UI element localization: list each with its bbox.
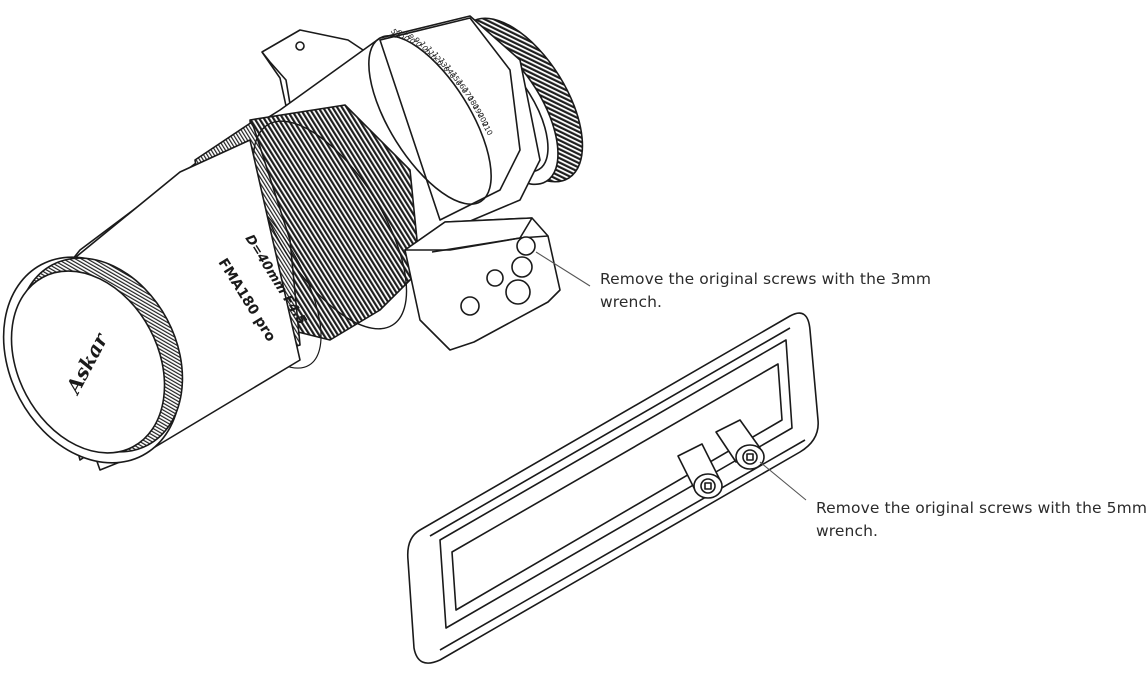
bracket-screw-hole: [460, 296, 480, 316]
dust-cap: [2, 256, 184, 464]
focus-scale-ring: [368, 17, 521, 221]
callout-3mm-screws: Remove the original screws with the 3mm …: [600, 268, 932, 314]
focus-scale-label: 70: [400, 30, 413, 43]
callout-line: Remove the original screws with the 5mm: [816, 499, 1147, 517]
bracket-screw-hole: [511, 256, 533, 278]
callout-line: wrench.: [600, 293, 663, 311]
callout-line: Remove the original screws with the 3mm: [600, 270, 932, 288]
bracket-screw-hole: [486, 269, 504, 287]
callout-5mm-screws: Remove the original screws with the 5mm …: [816, 497, 1147, 543]
bracket-screw-hole: [505, 279, 531, 305]
lens-assembly: Askar FMA180 pro D=40mm F4.5 50607080901…: [2, 15, 584, 471]
focus-scale-label: 60: [394, 28, 407, 41]
focus-scale-label: 50: [389, 27, 402, 40]
callout-line: wrench.: [816, 522, 879, 540]
leader-line-5mm: [759, 461, 807, 501]
plate-screw: [715, 419, 765, 470]
leader-line-3mm: [535, 251, 591, 287]
focus-scale-labels: 5060708090100110120130140150160170180190…: [389, 27, 495, 137]
focus-scale-label: 90: [411, 36, 424, 49]
dovetail-plate: [406, 312, 819, 664]
bracket-screw-hole: [516, 236, 536, 256]
plate-screw: [677, 443, 723, 499]
clamp-hole: [295, 41, 305, 51]
focus-scale-label: 80: [405, 33, 418, 46]
lens-bracket: [404, 217, 561, 351]
